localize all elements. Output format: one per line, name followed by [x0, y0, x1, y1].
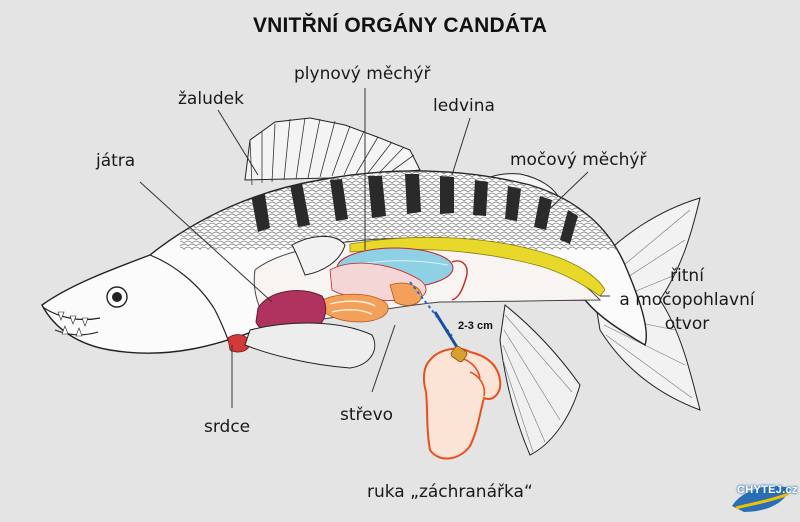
urinary-bladder-shape	[451, 260, 468, 301]
label-ritni-line1: řitní	[670, 266, 704, 286]
fish-head	[43, 254, 233, 353]
label-ritni-otvor: řitní a močopohlavní otvor	[612, 264, 762, 336]
label-mocovy-mechyr: močový měchýř	[510, 150, 647, 170]
label-ruka: ruka „záchranářka“	[367, 482, 533, 502]
label-zaludek: žaludek	[178, 89, 244, 109]
label-strevo: střevo	[340, 405, 394, 425]
label-srdce: srdce	[204, 417, 251, 437]
label-ritni-line2: a močopohlavní	[619, 290, 755, 310]
label-ritni-line3: otvor	[664, 314, 710, 334]
hand-illustration	[422, 311, 502, 460]
pelvic-fin	[244, 322, 376, 369]
label-jatra: játra	[96, 151, 136, 171]
chytej-logo	[732, 486, 790, 512]
measure-label: 2-3 cm	[458, 320, 493, 332]
label-ledvina: ledvina	[433, 96, 495, 116]
chytej-logo-text: CHYTEJ.cz	[737, 484, 798, 496]
intestine-shape	[321, 282, 423, 323]
diagram-title: VNITŘNÍ ORGÁNY CANDÁTA	[252, 14, 548, 37]
pectoral-fin	[291, 235, 346, 276]
anal-fin	[499, 304, 581, 456]
leader-lines	[139, 88, 610, 408]
label-plynovy-mechyr: plynový měchýř	[294, 64, 431, 84]
